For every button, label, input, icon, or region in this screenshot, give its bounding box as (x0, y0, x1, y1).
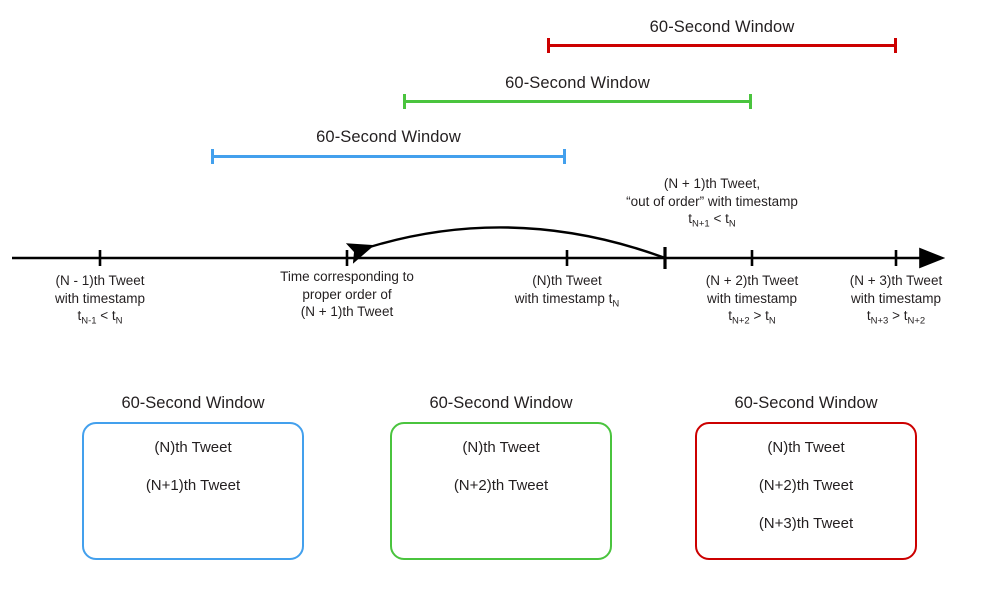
blue-box-items: (N)th Tweet (N+1)th Tweet (84, 438, 302, 514)
green-window-cap-right (749, 94, 752, 109)
axis-label-line: with timestamp (850, 290, 942, 306)
axis-label-line: proper order of (302, 286, 392, 302)
axis-label-line: tN+3 > tN+2 (866, 308, 926, 327)
green-window-bar-line (403, 100, 752, 103)
axis-label-line: (N + 3)th Tweet (849, 273, 943, 288)
axis-label-tweet-n-plus-2: (N + 2)th Tweet with timestamp tN+2 > tN (632, 272, 872, 330)
red-window-cap-right (894, 38, 897, 53)
axis-label-line: tN-1 < tN (77, 308, 123, 327)
axis-label-line: tN+2 > tN (728, 308, 776, 327)
green-window-label: 60-Second Window (505, 74, 650, 92)
callout-out-of-order-callout: (N + 1)th Tweet, “out of order” with time… (562, 175, 862, 233)
green-window-cap-left (403, 94, 406, 109)
green-box-title: 60-Second Window (429, 394, 573, 412)
red-box-group: 60-Second Window (N)th Tweet (N+2)th Tweet… (695, 394, 917, 569)
axis-label-tweet-n-plus-3: (N + 3)th Tweet with timestamp tN+3 > tN+2 (776, 272, 988, 330)
green-window-bar (403, 94, 752, 109)
axis-label-line: (N + 2)th Tweet (705, 273, 799, 288)
box-item: (N+1)th Tweet (145, 477, 241, 494)
blue-box: (N)th Tweet (N+1)th Tweet (82, 422, 304, 560)
blue-box-title: 60-Second Window (121, 394, 265, 412)
axis-label-line: Time corresponding to (280, 269, 414, 284)
blue-box-group: 60-Second Window (N)th Tweet (N+1)th Tweet (82, 394, 304, 569)
blue-window-bar (211, 149, 566, 164)
red-window-bar-line (547, 44, 897, 47)
box-item: (N+2)th Tweet (453, 477, 549, 494)
callout-line: tN+1 < tN (688, 211, 736, 230)
blue-window-cap-left (211, 149, 214, 164)
blue-window-cap-right (563, 149, 566, 164)
green-box-group: 60-Second Window (N)th Tweet (N+2)th Tweet (390, 394, 612, 569)
axis-label-line: (N + 1)th Tweet (300, 304, 394, 319)
out-of-order-curved-arrow-icon (345, 226, 666, 264)
axis-label-line: with timestamp (706, 290, 798, 306)
box-item: (N)th Tweet (767, 439, 845, 456)
axis-label-line: (N)th Tweet (532, 273, 602, 288)
red-box-title: 60-Second Window (734, 394, 878, 412)
green-box-items: (N)th Tweet (N+2)th Tweet (392, 438, 610, 514)
box-item: (N)th Tweet (154, 439, 232, 456)
axis-label-line: with timestamp tN (514, 290, 620, 310)
red-box-items: (N)th Tweet (N+2)th Tweet (N+3)th Tweet (697, 438, 915, 552)
blue-window-label: 60-Second Window (316, 128, 461, 146)
red-box: (N)th Tweet (N+2)th Tweet (N+3)th Tweet (695, 422, 917, 560)
axis-label-proper-order-position: Time corresponding to proper order of (N +… (227, 268, 467, 321)
axis-label-tweet-n: (N)th Tweet with timestamp tN (447, 272, 687, 313)
blue-window-bar-line (211, 155, 566, 158)
red-window-label: 60-Second Window (649, 18, 795, 36)
box-item: (N)th Tweet (462, 439, 540, 456)
axis-label-line: with timestamp (54, 290, 146, 306)
box-item: (N+2)th Tweet (758, 477, 854, 494)
callout-line: “out of order” with timestamp (626, 193, 798, 209)
callout-line: (N + 1)th Tweet, (663, 176, 761, 191)
axis-label-line: (N - 1)th Tweet (55, 273, 145, 288)
red-window-cap-left (547, 38, 550, 53)
green-box: (N)th Tweet (N+2)th Tweet (390, 422, 612, 560)
red-window-bar (547, 38, 897, 53)
box-item: (N+3)th Tweet (758, 515, 854, 532)
axis-label-tweet-n-minus-1: (N - 1)th Tweet with timestamp tN-1 < tN (0, 272, 220, 330)
